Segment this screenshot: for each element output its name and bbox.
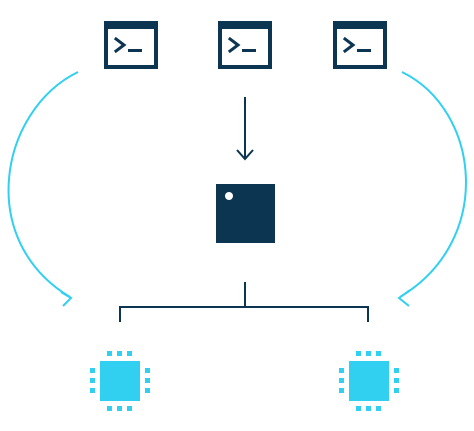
terminal-window-icon-center	[216, 19, 274, 71]
cpu-icon-right	[339, 351, 399, 411]
center-down-arrow	[236, 97, 254, 161]
left-curved-arrow	[7, 71, 79, 307]
terminal-window-icon-left	[102, 19, 160, 71]
terminal-window-icon-right	[331, 19, 389, 71]
right-curved-arrow	[397, 71, 467, 307]
cpu-icon-left	[90, 351, 150, 411]
branch-connector	[119, 282, 369, 322]
chip-node-icon	[216, 184, 275, 243]
